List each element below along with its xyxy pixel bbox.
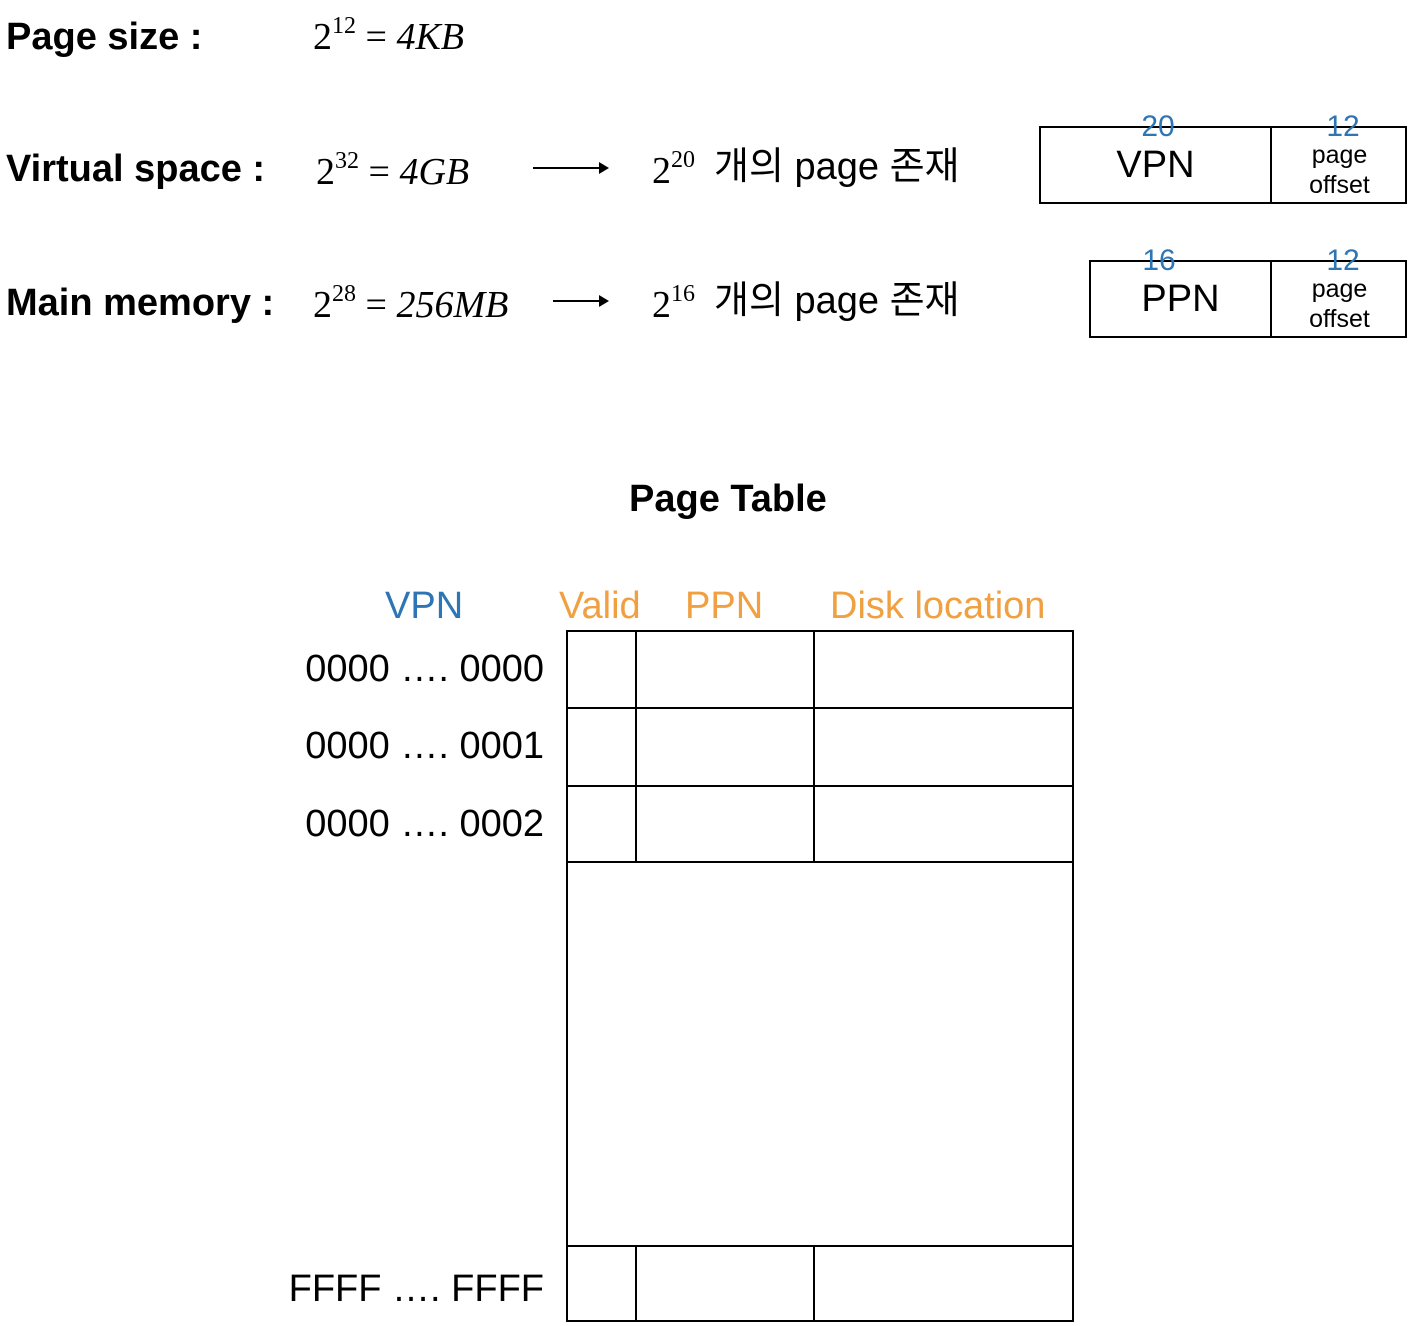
virtual-space-formula: 232 = 4GB — [316, 149, 470, 193]
main-memory-value: 256MB — [396, 284, 509, 326]
row-divider — [568, 861, 1072, 863]
pa-offset-field: page offset — [1272, 272, 1407, 336]
table-row-0-ppn — [637, 632, 815, 707]
virtual-address-format: VPN page offset — [1039, 126, 1407, 204]
header-disk-location: Disk location — [830, 585, 1046, 627]
virtual-space-label: Virtual space : — [6, 148, 266, 190]
page-size-eq: = — [365, 16, 387, 58]
header-vpn: VPN — [385, 585, 464, 627]
va-offset-label-2: offset — [1309, 171, 1370, 199]
physical-pages-base: 2 — [652, 284, 671, 326]
table-row-1-ppn — [637, 709, 815, 785]
main-memory-formula: 228 = 256MB — [313, 282, 509, 326]
row-label-1: 0000 …. 0001 — [305, 725, 544, 767]
physical-pages-count: 216 — [652, 282, 695, 326]
virtual-space-arrow — [533, 162, 609, 174]
table-row-last-ppn — [637, 1247, 815, 1320]
ppn-field-label: PPN — [1141, 277, 1220, 320]
main-memory-exp: 28 — [332, 281, 356, 307]
virtual-space-base: 2 — [316, 151, 335, 193]
page-table-title: Page Table — [629, 478, 827, 520]
physical-pages-text: 개의 page 존재 — [714, 280, 960, 322]
vpn-field: VPN — [1041, 128, 1272, 202]
row-label-last: FFFF …. FFFF — [288, 1268, 544, 1310]
main-memory-eq: = — [365, 284, 387, 326]
virtual-pages-count: 220 — [652, 148, 695, 192]
vpn-bits: 20 — [1141, 110, 1175, 143]
physical-pages-exp: 16 — [671, 281, 695, 307]
table-row-1-valid — [568, 709, 637, 785]
ppn-bits: 16 — [1142, 244, 1176, 277]
va-offset-bits: 12 — [1326, 110, 1360, 143]
page-size-value: 4KB — [396, 16, 464, 58]
header-valid: Valid — [559, 585, 641, 627]
pa-offset-label-1: page — [1311, 275, 1368, 303]
row-label-0: 0000 …. 0000 — [305, 648, 544, 690]
page-size-label: Page size : — [6, 16, 203, 58]
page-size-exp: 12 — [332, 13, 356, 39]
pa-offset-label-2: offset — [1309, 305, 1370, 333]
row-divider — [568, 1245, 1072, 1247]
page-size-formula: 212 = 4KB — [313, 14, 464, 58]
vpn-field-label: VPN — [1116, 143, 1195, 186]
table-row-0-valid — [568, 632, 637, 707]
virtual-pages-exp: 20 — [671, 147, 695, 173]
main-memory-label: Main memory : — [6, 282, 275, 324]
virtual-pages-base: 2 — [652, 150, 671, 192]
virtual-space-eq: = — [368, 151, 390, 193]
va-offset-field: page offset — [1272, 138, 1407, 202]
header-ppn: PPN — [685, 585, 764, 627]
ppn-field: PPN — [1091, 262, 1272, 336]
row-divider — [568, 707, 1072, 709]
row-label-2: 0000 …. 0002 — [305, 803, 544, 845]
physical-address-format: PPN page offset — [1089, 260, 1407, 338]
virtual-pages-text: 개의 page 존재 — [714, 146, 960, 188]
page-size-base: 2 — [313, 16, 332, 58]
pa-offset-bits: 12 — [1326, 244, 1360, 277]
table-row-2-valid — [568, 787, 637, 861]
va-offset-label-1: page — [1311, 141, 1368, 169]
main-memory-arrow — [553, 295, 609, 307]
row-divider — [568, 785, 1072, 787]
virtual-space-value: 4GB — [399, 151, 470, 193]
table-row-2-ppn — [637, 787, 815, 861]
main-memory-base: 2 — [313, 284, 332, 326]
table-row-last-valid — [568, 1247, 637, 1320]
virtual-space-exp: 32 — [335, 148, 359, 174]
page-table-grid — [566, 630, 1074, 1322]
